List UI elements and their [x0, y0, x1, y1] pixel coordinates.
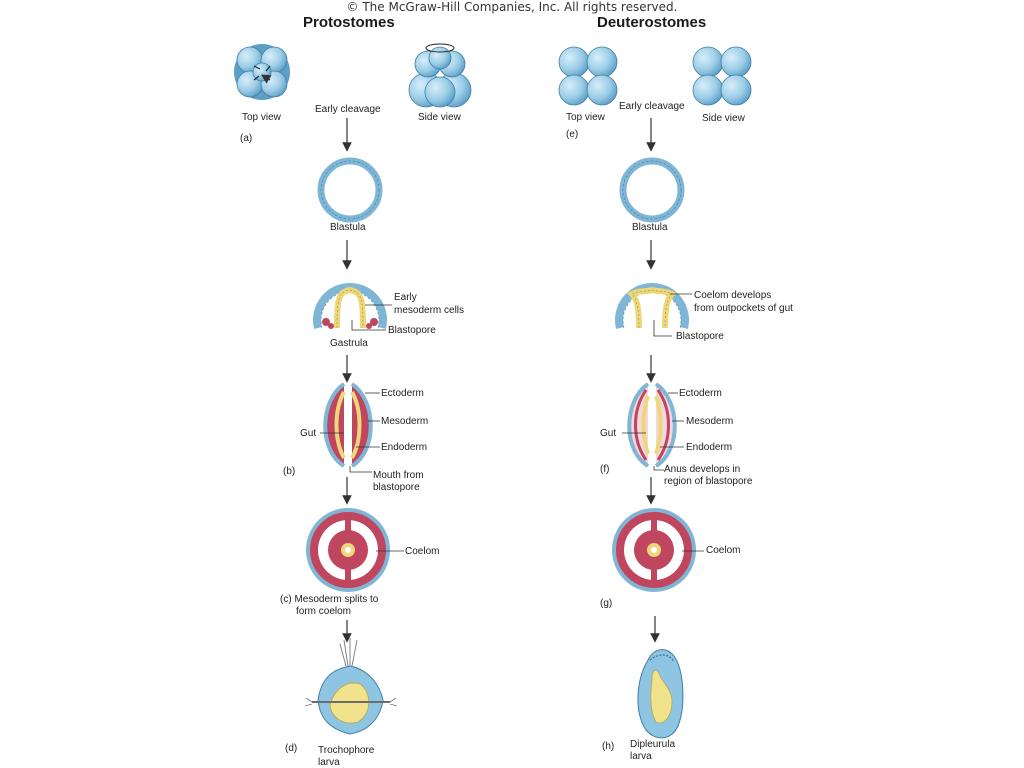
deutero-top-view-label: Top view	[566, 112, 605, 123]
deutero-cleavage-top-view	[558, 46, 618, 106]
deutero-blastula	[619, 157, 685, 223]
proto-early-cleavage-label: Early cleavage	[315, 104, 381, 115]
proto-coelom-section	[306, 508, 404, 592]
proto-germ-layers	[320, 382, 380, 473]
deutero-anus-label-2: region of blastopore	[664, 476, 753, 487]
panel-h-label: (h)	[602, 741, 615, 752]
trochophore-label-2: larva	[318, 757, 340, 768]
proto-blastula-label: Blastula	[330, 222, 366, 233]
proto-ectoderm-label: Ectoderm	[381, 388, 424, 399]
proto-side-view-label: Side view	[418, 112, 461, 123]
panel-c-label-2: form coelom	[296, 606, 352, 617]
proto-blastula	[317, 157, 383, 223]
deutero-blastopore-label: Blastopore	[676, 331, 724, 342]
deutero-ectoderm-label: Ectoderm	[679, 388, 722, 399]
proto-mouth-label-2: blastopore	[373, 482, 420, 493]
panel-b-label: (b)	[283, 466, 296, 477]
deutero-coelom-label: Coelom	[706, 545, 741, 556]
panel-g-label: (g)	[600, 598, 613, 609]
deutero-gut-label: Gut	[600, 428, 617, 439]
deutero-coelom-develops-label-2: from outpockets of gut	[694, 303, 793, 314]
proto-gut-label: Gut	[300, 428, 317, 439]
proto-early-mesoderm-label-2: mesoderm cells	[394, 305, 465, 316]
proto-coelom-label: Coelom	[405, 546, 440, 557]
deutero-coelom-section	[612, 508, 704, 592]
deutero-blastula-label: Blastula	[632, 222, 668, 233]
proto-endoderm-label: Endoderm	[381, 442, 428, 453]
proto-top-view-label: Top view	[242, 112, 281, 123]
dipleurula-label-1: Dipleurula	[630, 739, 676, 750]
proto-mesoderm-label: Mesoderm	[381, 416, 429, 427]
deutero-anus-label-1: Anus develops in	[664, 464, 741, 475]
proto-gastrula-label: Gastrula	[330, 338, 368, 349]
deutero-coelom-develops-label-1: Coelom develops	[694, 290, 772, 301]
trochophore-label-1: Trochophore	[318, 745, 375, 756]
deutero-cleavage-side-view	[692, 46, 752, 106]
deutero-gastrula	[615, 282, 692, 337]
panel-a-label: (a)	[240, 133, 253, 144]
proto-cleavage-top-view	[234, 44, 290, 100]
panel-d-label: (d)	[285, 743, 298, 754]
deuterostomes-heading: Deuterostomes	[597, 14, 707, 31]
deutero-side-view-label: Side view	[702, 113, 745, 124]
deutero-mesoderm-label: Mesoderm	[686, 416, 734, 427]
proto-early-mesoderm-label-1: Early	[394, 292, 417, 303]
proto-mouth-label-1: Mouth from	[373, 470, 424, 481]
deutero-germ-layers	[622, 382, 684, 471]
dipleurula-larva	[637, 649, 684, 739]
dipleurula-label-2: larva	[630, 751, 652, 762]
proto-gastrula	[313, 282, 392, 331]
proto-blastopore-label: Blastopore	[388, 325, 436, 336]
protostomes-heading: Protostomes	[303, 14, 395, 31]
panel-f-label: (f)	[600, 464, 610, 475]
panel-e-label: (e)	[566, 129, 579, 140]
panel-c-label-1: (c) Mesoderm splits to	[280, 594, 379, 605]
proto-cleavage-side-view	[408, 43, 472, 108]
copyright-notice: © The McGraw-Hill Companies, Inc. All ri…	[346, 0, 678, 14]
deutero-endoderm-label: Endoderm	[686, 442, 733, 453]
deutero-early-cleavage-label: Early cleavage	[619, 101, 685, 112]
trochophore-larva	[304, 638, 398, 735]
